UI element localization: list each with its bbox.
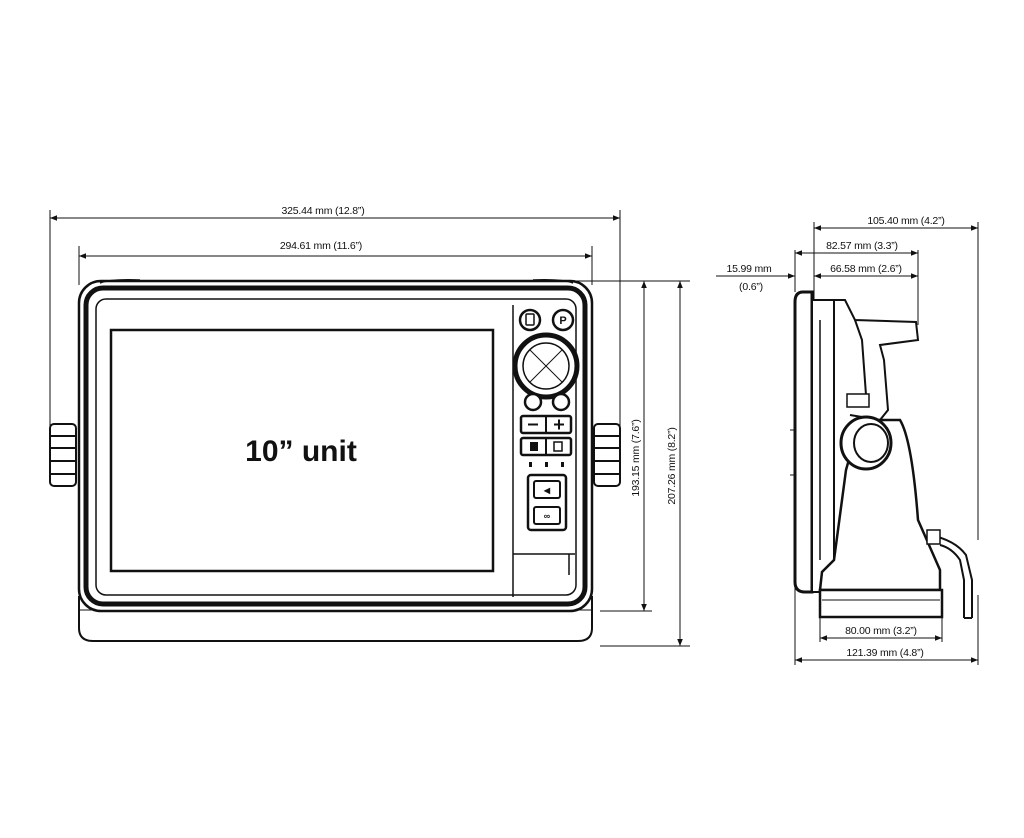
overall-base-label: 121.39 mm (4.8”) <box>846 647 923 659</box>
base-width-label: 80.00 mm (3.2”) <box>845 625 917 637</box>
body-width-dimension: 294.61 mm (11.6”) <box>79 238 592 259</box>
side-view: 105.40 mm (4.2”) 82.57 mm (3.3”) 15.99 m… <box>716 215 979 665</box>
overall-height-dimension: 207.26 mm (8.2”) <box>666 281 683 646</box>
base-width-dimension: 80.00 mm (3.2”) <box>820 625 942 641</box>
body-height-label: 193.15 mm (7.6”) <box>630 419 642 496</box>
side-unit-body <box>793 290 814 594</box>
unit-size-label: 10” unit <box>245 435 357 468</box>
zoom-buttons[interactable] <box>519 414 573 435</box>
overall-width-dimension: 325.44 mm (12.8”) <box>50 203 620 221</box>
body-width-label: 294.61 mm (11.6”) <box>280 240 362 252</box>
screen <box>109 328 495 573</box>
right-mount-knob <box>593 423 621 487</box>
bracket-depth-label: 66.58 mm (2.6”) <box>830 263 902 275</box>
front-view: 325.44 mm (12.8”) 294.61 mm (11.6”) <box>49 203 690 647</box>
menu-button[interactable] <box>523 392 543 412</box>
side-base <box>818 588 944 619</box>
rotary-joystick[interactable] <box>512 332 580 400</box>
overall-height-label: 207.26 mm (8.2”) <box>666 427 678 504</box>
body-height-dimension: 193.15 mm (7.6”) <box>630 281 647 611</box>
svg-text:∞: ∞ <box>544 511 551 521</box>
control-panel: P <box>512 305 580 597</box>
side-knob <box>839 415 893 471</box>
bezel-depth-mm-label: 15.99 mm <box>726 263 772 275</box>
depth-to-bracket-dimension: 82.57 mm (3.3”) <box>795 240 918 256</box>
waypoint-buttons[interactable] <box>519 436 573 457</box>
svg-text:P: P <box>559 315 566 327</box>
svg-text:◀: ◀ <box>543 486 551 495</box>
overall-width-label: 325.44 mm (12.8”) <box>282 205 365 217</box>
bezel-depth-dimension: 15.99 mm (0.6”) 66.58 mm (2.6”) <box>716 263 918 293</box>
overall-depth-dimension: 105.40 mm (4.2”) <box>814 215 978 231</box>
power-button[interactable] <box>551 308 575 332</box>
back-button[interactable] <box>551 392 571 412</box>
overall-base-dimension: 121.39 mm (4.8”) <box>795 647 978 663</box>
overall-depth-label: 105.40 mm (4.2”) <box>867 215 944 227</box>
card-eject-button[interactable] <box>533 480 561 499</box>
bezel-depth-in-label: (0.6”) <box>739 281 763 293</box>
left-mount-knob <box>49 423 77 487</box>
card-lock-button[interactable] <box>533 506 561 525</box>
depth-to-bracket-label: 82.57 mm (3.3”) <box>826 240 898 252</box>
home-button[interactable] <box>518 308 542 332</box>
